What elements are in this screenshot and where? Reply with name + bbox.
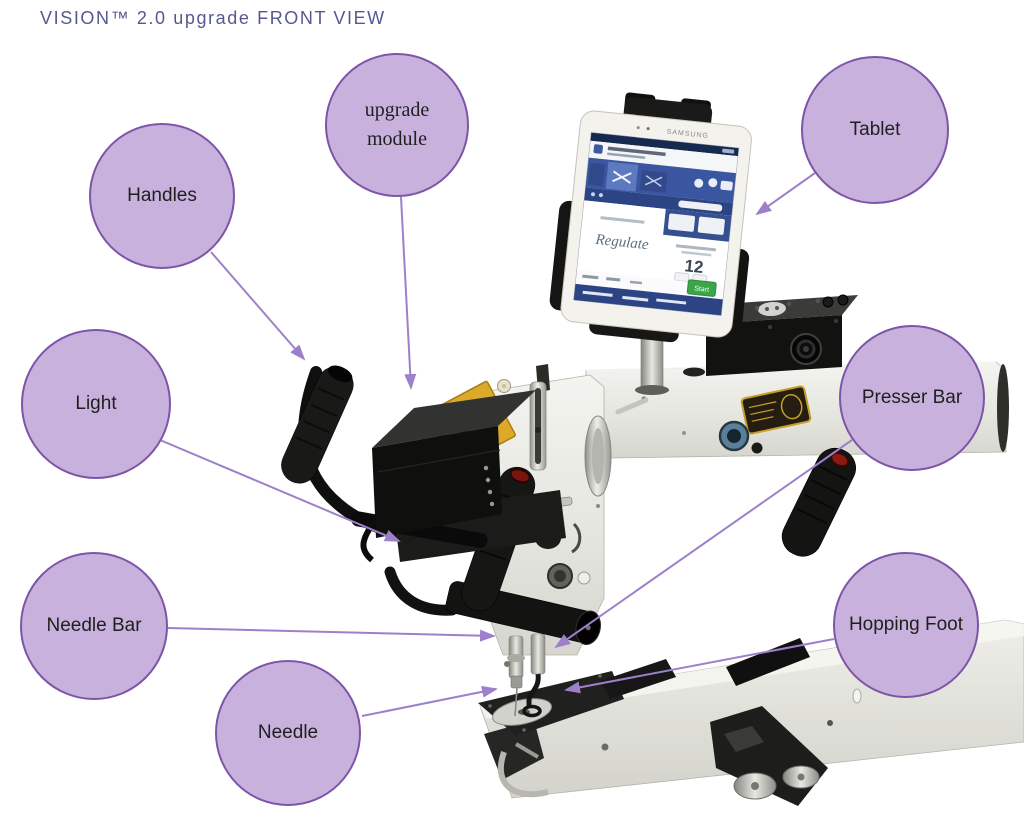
tablet-brand: SAMSUNG: [666, 129, 709, 140]
upgrade-module-box: [360, 380, 536, 563]
callout-handles: Handles: [89, 123, 235, 269]
callout-tablet: Tablet: [801, 56, 949, 204]
callout-label: Presser Bar: [861, 387, 963, 409]
callout-label: upgrade module: [364, 99, 430, 150]
callout-label: Handles: [127, 185, 197, 207]
callout-needle-bar: Needle Bar: [20, 552, 168, 700]
callout-needle: Needle: [215, 660, 361, 806]
screen-stitch-count: 12: [684, 256, 705, 277]
screen-mode-label: Regulate: [594, 232, 650, 254]
brand-plaque: [740, 385, 812, 435]
page-title: VISION™ 2.0 upgrade FRONT VIEW: [40, 8, 386, 28]
tablet-screen: Regulate 12 Start: [573, 132, 740, 316]
callout-presser-bar: Presser Bar: [839, 325, 985, 471]
screen-start-button: Start: [694, 285, 709, 294]
callout-hopping-foot: Hopping Foot: [833, 552, 979, 698]
callout-label: Needle Bar: [46, 615, 142, 637]
needle-assembly: [504, 633, 546, 718]
tablet-device: SAMSUNG: [549, 92, 752, 343]
callout-label: Needle: [257, 722, 319, 744]
callout-light: Light: [21, 329, 171, 479]
needle-part: [514, 687, 518, 717]
callout-label: Hopping Foot: [848, 614, 964, 636]
hopping-foot-part: [526, 673, 541, 707]
callout-label: Light: [75, 393, 117, 415]
rear-handle: [781, 447, 856, 557]
callout-upgrade-module: upgrade module: [325, 53, 469, 197]
callout-label: Tablet: [849, 119, 901, 141]
